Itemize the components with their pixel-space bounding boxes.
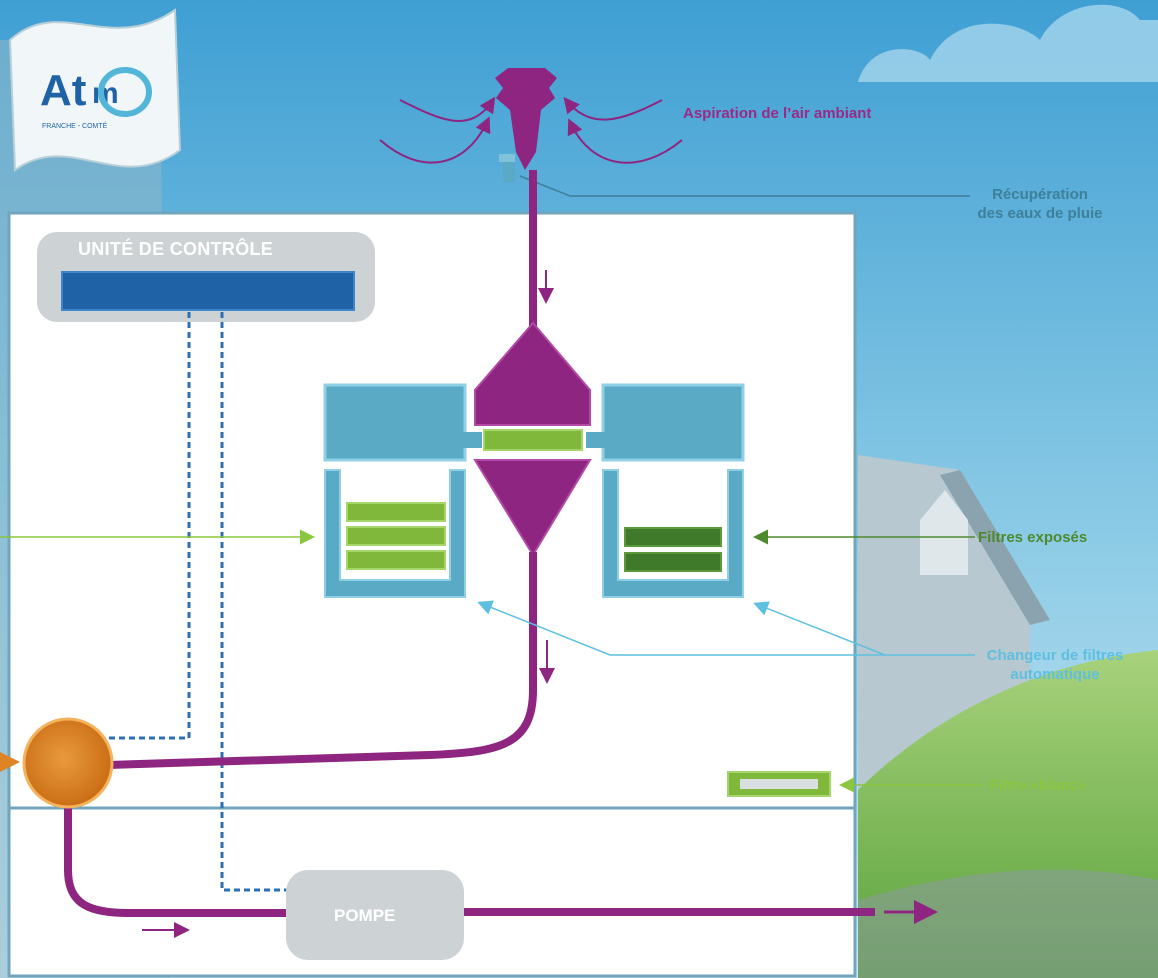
changer-pointer-left	[477, 600, 975, 656]
rain-collector	[503, 160, 515, 182]
aspiration-label: Aspiration de l’air ambiant	[683, 105, 872, 122]
rain-collector-cap	[499, 154, 515, 162]
air-intake-head	[495, 68, 557, 170]
road	[858, 869, 1158, 978]
logo-mark: At	[40, 66, 87, 115]
filter-transfer-right	[586, 432, 610, 448]
exposed-filter	[624, 552, 722, 572]
changer-label-line2: automatique	[1010, 666, 1100, 683]
changer-label-line1: Changeur de filtres	[986, 647, 1124, 664]
new-filter	[346, 550, 446, 570]
house-dormer	[920, 490, 968, 575]
filter-transfer-left	[458, 432, 482, 448]
airflow-arrow	[379, 116, 491, 164]
control-unit-label: UNITÉ DE CONTRÔLE	[78, 239, 274, 259]
filter-stack-top-right	[601, 383, 745, 462]
air-duct-to-fan	[107, 552, 537, 769]
control-unit-bar	[61, 271, 355, 311]
cloud	[858, 4, 1158, 82]
air-duct-to-pump	[64, 790, 292, 917]
exposed-filter	[624, 527, 722, 547]
logo-ring	[98, 67, 152, 117]
changer-pointer-right	[753, 601, 886, 656]
airflow-arrow	[567, 118, 683, 164]
changer-label: Changeur de filtres automatique	[960, 646, 1150, 684]
pump-label: POMPE	[334, 906, 396, 925]
logo-flag	[8, 8, 182, 172]
flow-fan	[22, 717, 114, 809]
control-line-fan	[108, 312, 191, 740]
sampling-head-lower	[473, 459, 592, 557]
sampling-head-upper	[474, 321, 591, 426]
blank-filter-label: Filtre «blanc»	[990, 777, 1087, 794]
filter-in-use	[483, 429, 583, 451]
blank-filter-slot	[740, 779, 818, 789]
filter-magazine-right	[602, 469, 744, 598]
rain-label-line2: des eaux de pluie	[977, 205, 1103, 222]
rain-label-line1: Récupération	[992, 186, 1088, 203]
new-filter	[346, 526, 446, 546]
exposed-filters-label: Filtres exposés	[978, 529, 1088, 546]
filter-stack-top-left	[323, 383, 467, 462]
pump-box	[286, 870, 464, 960]
house-roof-side	[940, 470, 1050, 625]
rain-label: Récupération des eaux de pluie	[950, 185, 1130, 223]
filter-magazine-left	[324, 469, 466, 598]
logo-subtitle: FRANCHE - COMTÉ	[42, 121, 108, 130]
new-filter	[346, 502, 446, 522]
control-line-pump	[220, 312, 292, 892]
airflow-arrow	[399, 96, 496, 122]
airflow-arrow	[563, 96, 663, 121]
